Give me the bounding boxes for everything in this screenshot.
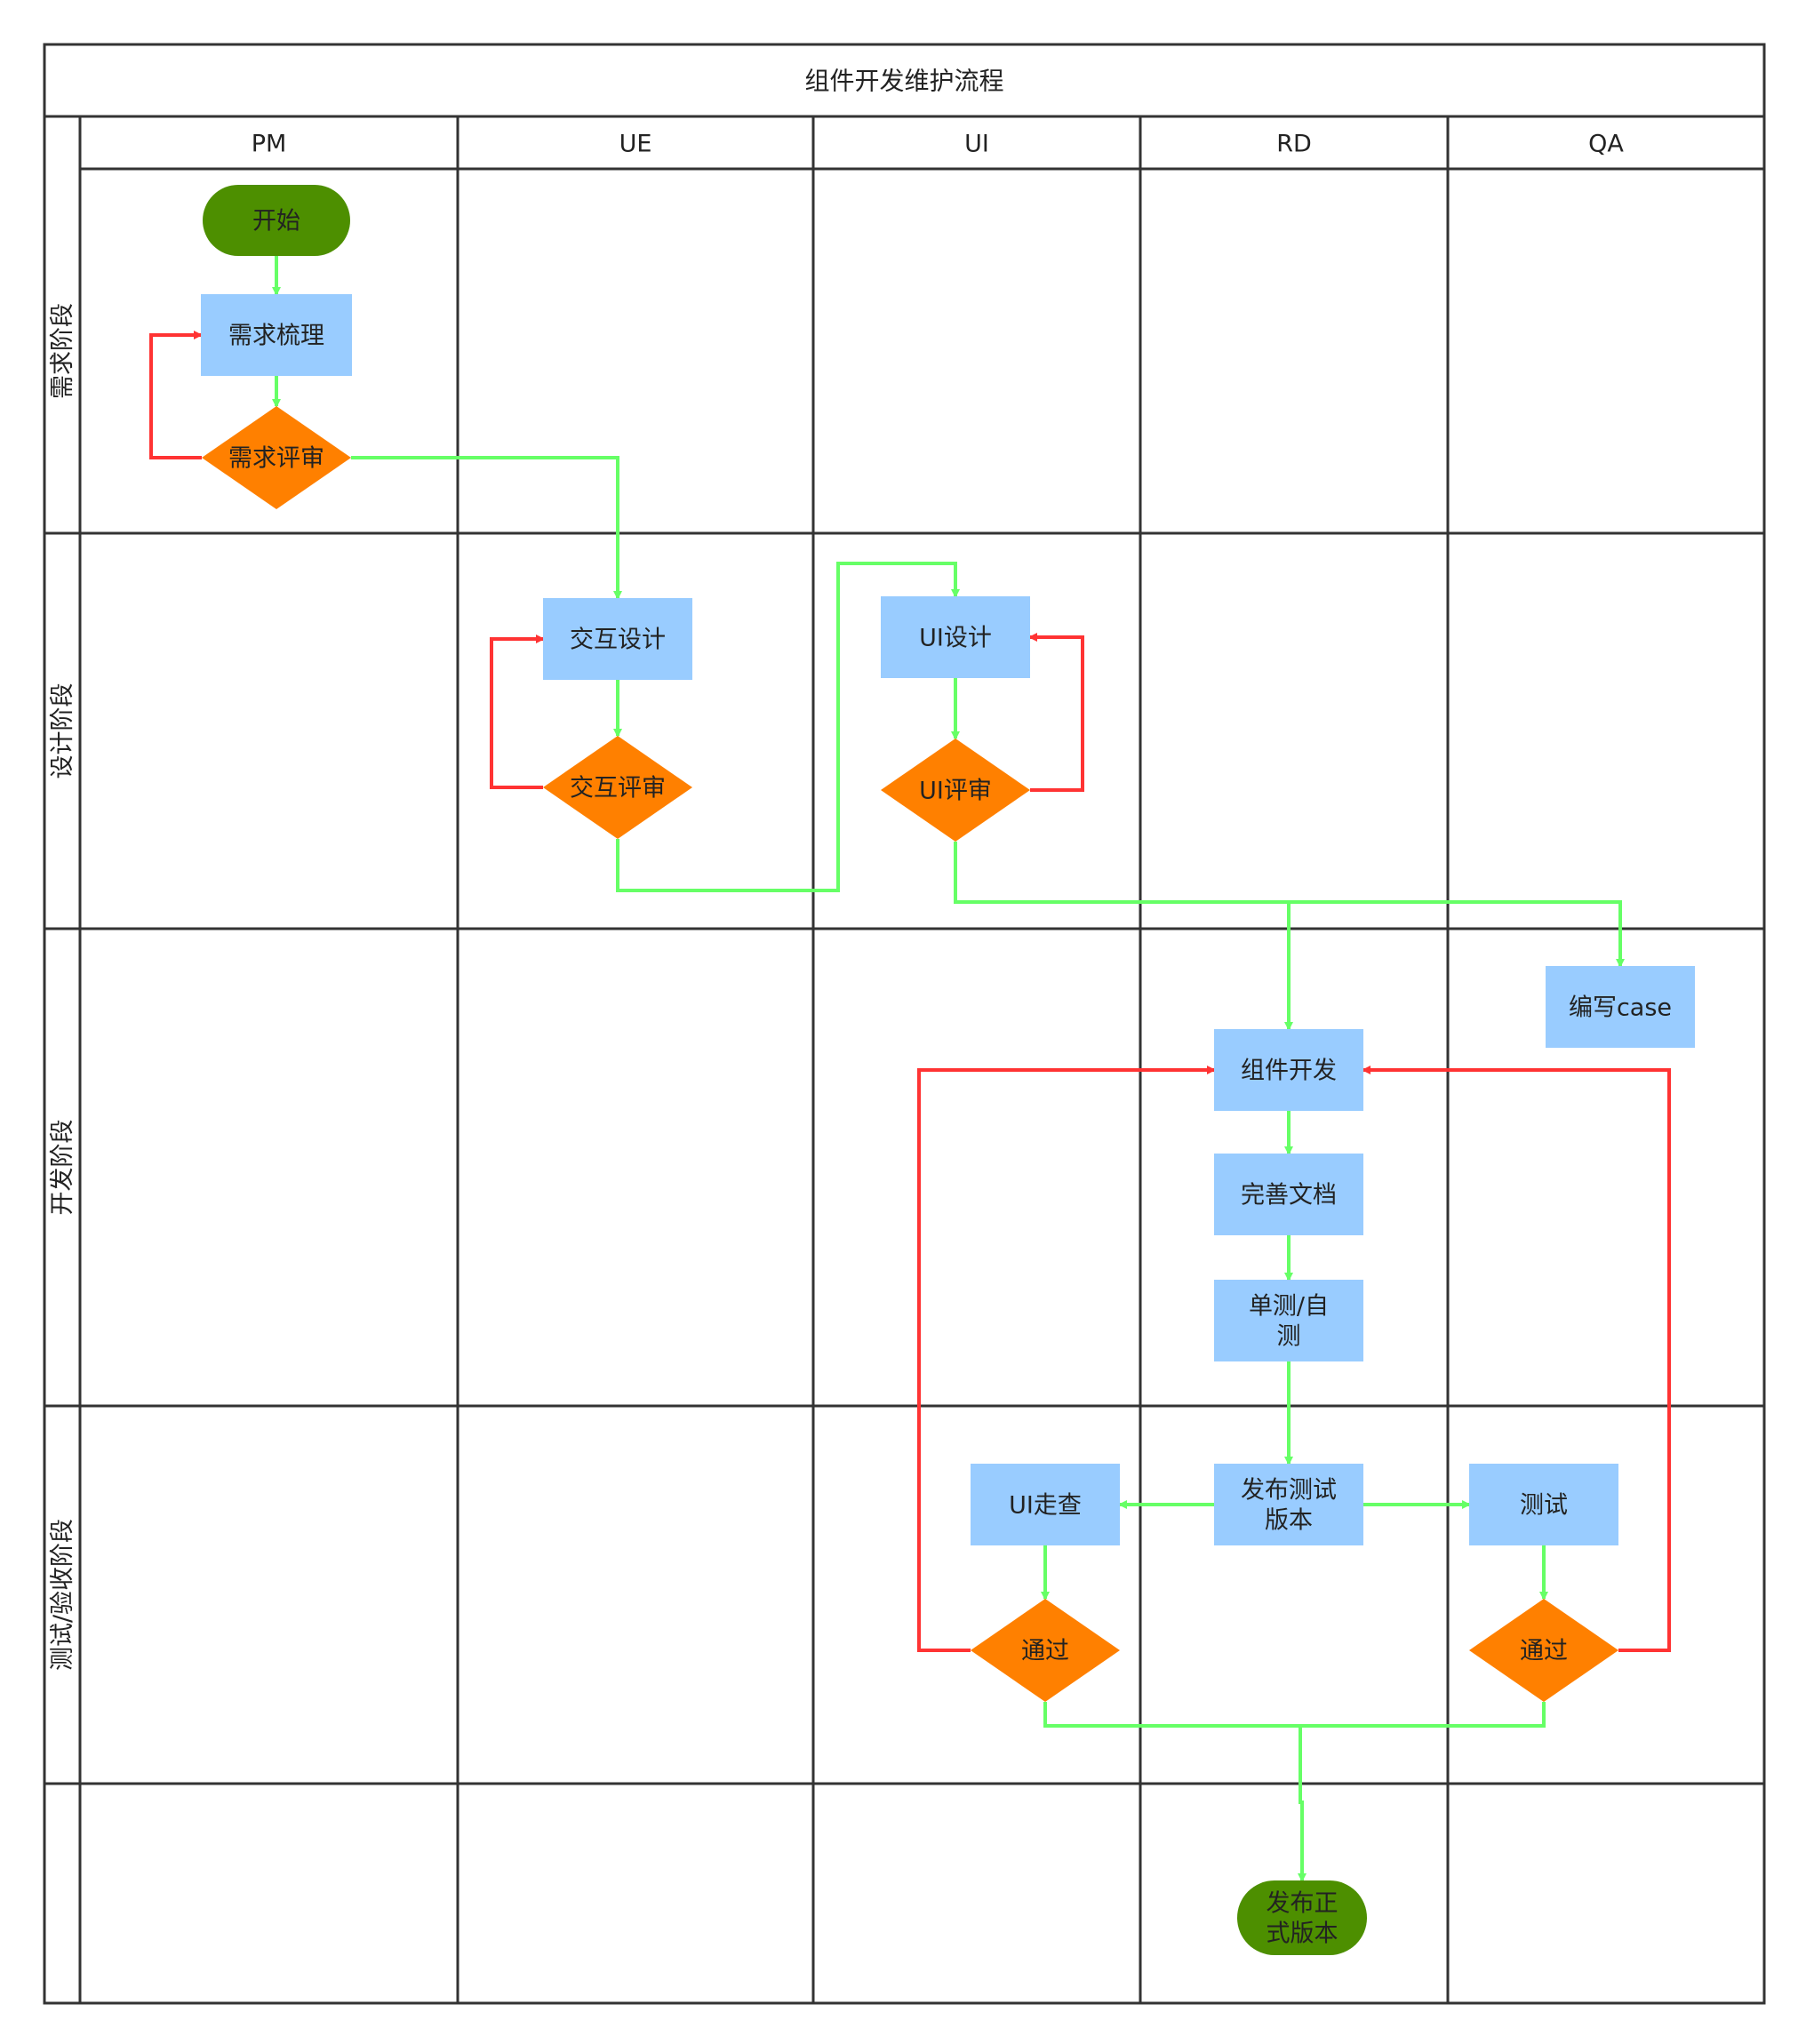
row-label: 开发阶段 <box>49 1120 76 1216</box>
diagram-title: 组件开发维护流程 <box>804 67 1003 96</box>
node-ix-design-process <box>543 598 692 680</box>
node-release-test-label: 发布测试 <box>1241 1477 1337 1505</box>
node-start-terminal <box>203 185 350 256</box>
node-ui-design-label: UI设计 <box>919 625 992 652</box>
node-unit-test-label: 单测/自 <box>1249 1293 1329 1321</box>
node-write-case-process <box>1546 966 1695 1048</box>
node-release-test-process <box>1214 1464 1363 1545</box>
node-ix-design-label: 交互设计 <box>570 627 666 654</box>
edge-ui-review-reject <box>1028 633 1084 792</box>
node-pass-qa-label: 通过 <box>1520 1638 1568 1665</box>
node-release-final-label: 式版本 <box>1267 1920 1339 1948</box>
node-docs-label: 完善文档 <box>1241 1182 1337 1210</box>
edge-req-review-to-ix-design <box>351 456 622 600</box>
node-write-case-label: 编写case <box>1569 994 1672 1022</box>
node-ix-review-decision <box>543 736 692 839</box>
node-ui-check-label: UI走查 <box>1009 1492 1082 1520</box>
node-qa-test-process <box>1469 1464 1618 1545</box>
diagram-frame <box>43 43 1766 2005</box>
edge-pass-merge <box>1043 1702 1546 1728</box>
edge-pass-qa-reject <box>1362 1066 1671 1652</box>
column-header-ue: UE <box>619 131 652 158</box>
node-release-final-terminal <box>1237 1880 1367 1955</box>
edge-pass-ui-reject <box>917 1066 1216 1652</box>
edge-req-review-reject <box>149 331 203 459</box>
edge-ix-review-to-ui-design <box>616 562 960 892</box>
row-label: 测试/验收阶段 <box>49 1519 76 1671</box>
node-start-label: 开始 <box>252 208 300 236</box>
node-comp-dev-label: 组件开发 <box>1241 1058 1337 1085</box>
node-comp-dev-process <box>1214 1029 1363 1111</box>
column-header-pm: PM <box>252 131 287 158</box>
node-pass-ui-decision <box>971 1599 1120 1702</box>
node-req-review-label: 需求评审 <box>228 445 324 473</box>
row-label: 需求阶段 <box>49 303 76 399</box>
node-pass-qa-decision <box>1469 1599 1618 1702</box>
node-ui-design-process <box>881 596 1030 678</box>
node-ix-review-label: 交互评审 <box>570 775 666 802</box>
node-ui-check-process <box>971 1464 1120 1545</box>
node-release-final-label: 发布正 <box>1267 1890 1339 1918</box>
node-release-test-label: 版本 <box>1265 1507 1313 1535</box>
node-req-sort-process <box>201 294 352 376</box>
node-ui-review-label: UI评审 <box>919 778 992 805</box>
node-req-review-decision <box>202 406 351 509</box>
row-label: 设计阶段 <box>49 683 76 779</box>
node-req-sort-label: 需求梳理 <box>228 323 324 350</box>
node-unit-test-process <box>1214 1280 1363 1361</box>
node-pass-ui-label: 通过 <box>1021 1638 1069 1665</box>
column-header-qa: QA <box>1588 131 1624 158</box>
node-qa-test-label: 测试 <box>1520 1492 1568 1520</box>
node-unit-test-label: 测 <box>1277 1323 1301 1351</box>
node-docs-process <box>1214 1154 1363 1235</box>
column-header-rd: RD <box>1276 131 1312 158</box>
node-ui-review-decision <box>881 739 1030 842</box>
edge-ix-review-reject <box>490 635 545 789</box>
column-header-ui: UI <box>964 131 989 158</box>
edge-merge-to-release-final <box>1298 1726 1307 1882</box>
